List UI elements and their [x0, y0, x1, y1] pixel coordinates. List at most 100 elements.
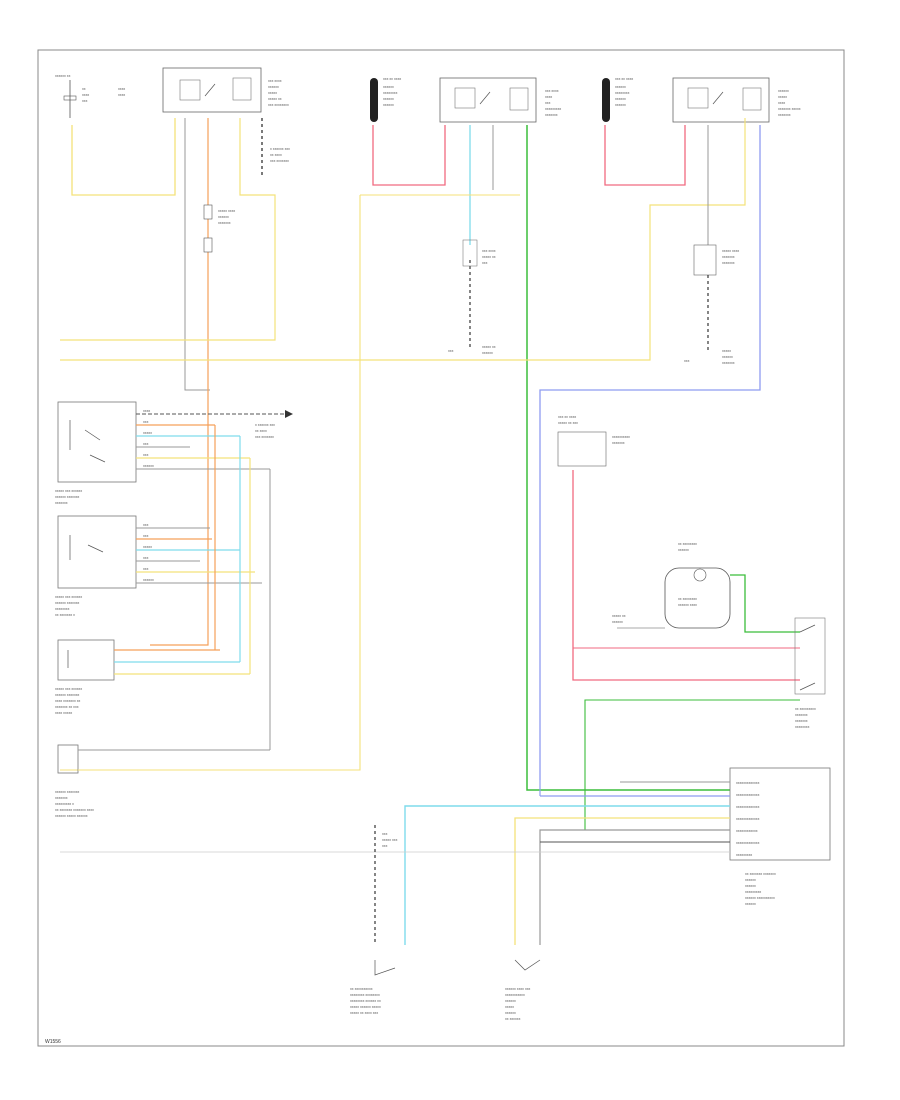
svg-text:xxxxx xx: xxxxx xx — [482, 345, 496, 349]
sensor-module: xxx xx xxxx xxxxx xx xxx xxxxxxxxxx xxxx… — [557, 415, 630, 467]
wire-yellow-lower — [514, 817, 730, 945]
svg-text:xxxxxxx: xxxxxxx — [722, 261, 735, 265]
wire-red-relay2 — [372, 125, 446, 186]
wire-green-clutch — [730, 574, 800, 633]
wire-green-main — [526, 125, 730, 791]
svg-text:xxxx: xxxx — [545, 95, 552, 99]
svg-text:xx xxxxxx: xx xxxxxx — [505, 1017, 521, 1021]
svg-text:xxxxxx: xxxxxx — [268, 85, 279, 89]
wire-yellow-relay1 — [60, 118, 276, 341]
svg-text:xxxxxx: xxxxxx — [678, 548, 689, 552]
wire-cyan-lower — [404, 805, 730, 945]
svg-text:xxx: xxx — [82, 99, 88, 103]
svg-text:xxxx: xxxx — [118, 93, 125, 97]
svg-text:xxxxxxx xx xxx: xxxxxxx xx xxx — [55, 705, 79, 709]
svg-text:x xxxxxx xxx: x xxxxxx xxx — [270, 147, 290, 151]
svg-text:xxxxxx xxxxxxxxxx: xxxxxx xxxxxxxxxx — [745, 896, 775, 900]
svg-text:xxxxxxxxxxxxx: xxxxxxxxxxxxx — [736, 793, 760, 797]
inline-fuse-1 — [203, 204, 213, 220]
svg-text:xxxx xxxxx: xxxx xxxxx — [55, 711, 72, 715]
svg-text:xxxxxx xxxx xxx: xxxxxx xxxx xxx — [505, 987, 531, 991]
svg-text:xxxxxxxxx: xxxxxxxxx — [736, 853, 752, 857]
svg-text:xxxxx: xxxxx — [143, 431, 152, 435]
svg-text:xxxxxxxxxxxx: xxxxxxxxxxxx — [736, 829, 758, 833]
svg-text:xxxxxxx: xxxxxxx — [55, 501, 68, 505]
wire-green-relay — [584, 699, 800, 831]
temperature-sensor: xxxxxx xxxx xxx xxxxxxxxxxx xxxxxx xxxxx… — [505, 959, 541, 1021]
svg-text:xxxxxx xx: xxxxxx xx — [55, 74, 71, 78]
svg-text:xxxxxxxxxxx: xxxxxxxxxxx — [505, 993, 525, 997]
svg-text:xxxxxxxxx: xxxxxxxxx — [745, 890, 761, 894]
svg-text:xxxx: xxxx — [778, 101, 785, 105]
svg-text:xxxxxx: xxxxxx — [722, 355, 733, 359]
svg-text:xxxxxxx xxxxx: xxxxxxx xxxxx — [778, 107, 801, 111]
pressure-switch: xx xxxxxxxxxx xxxxxxxx xxxxxxxx xxxxxxxx… — [350, 960, 396, 1015]
svg-text:xxx: xxx — [143, 523, 149, 527]
fuse-block-top-left: xxxxxx xx xx xxxx xxx xxxx xxxx — [55, 74, 125, 118]
svg-text:xxxxxxxx: xxxxxxxx — [383, 91, 398, 95]
svg-text:xxx xxxx: xxx xxxx — [268, 79, 282, 83]
svg-text:xx xxxxxxxxxx: xx xxxxxxxxxx — [350, 987, 373, 991]
svg-text:xxxxx xxx xxxxxx: xxxxx xxx xxxxxx — [55, 489, 82, 493]
svg-text:xxx: xxx — [143, 442, 149, 446]
switch-group-3: xxxxx xxx xxxxxx xxxxxx xxxxxxx xxxx xxx… — [55, 639, 115, 715]
svg-text:xxx: xxx — [143, 420, 149, 424]
svg-text:xxx xx xxxx: xxx xx xxxx — [383, 77, 401, 81]
svg-text:xxxxx xx xxx: xxxxx xx xxx — [558, 421, 578, 425]
svg-text:xxxxxx: xxxxxx — [383, 97, 394, 101]
svg-text:xxxxxx: xxxxxx — [143, 578, 154, 582]
svg-text:xxxxxxxx xxxxxx xx: xxxxxxxx xxxxxx xx — [350, 999, 381, 1003]
wire-yellow-trunk — [60, 118, 746, 361]
svg-text:xxxxx xxx: xxxxx xxx — [382, 838, 398, 842]
wire-blue-main — [539, 125, 761, 780]
svg-text:xxxxx xxxx: xxxxx xxxx — [218, 209, 235, 213]
svg-text:xxx xxxxxxx: xxx xxxxxxx — [255, 435, 274, 439]
svg-text:xx xxxx: xx xxxx — [270, 153, 282, 157]
svg-text:xx xxxxxxx x: xx xxxxxxx x — [55, 613, 75, 617]
relay3-lower-box — [693, 244, 717, 276]
svg-text:xxxxx xxxxxx xxxxx: xxxxx xxxxxx xxxxx — [350, 1005, 381, 1009]
svg-text:xxxxxx: xxxxxx — [505, 999, 516, 1003]
svg-text:xxxxx xxx xxxxxx: xxxxx xxx xxxxxx — [55, 595, 82, 599]
svg-text:xxxxxx: xxxxxx — [745, 878, 756, 882]
svg-text:xxxxx: xxxxx — [722, 349, 731, 353]
switch-group-2: xxxxx xxx xxxxxx xxxxxx xxxxxxx xxxxxxxx… — [55, 515, 137, 617]
svg-text:xxxxx xx: xxxxx xx — [612, 614, 626, 618]
svg-text:xxx: xxx — [143, 534, 149, 538]
page-code: W1556 — [45, 1039, 61, 1045]
svg-text:xxx xxxx: xxx xxxx — [545, 89, 559, 93]
svg-text:xxxxxx xxxx: xxxxxx xxxx — [678, 603, 697, 607]
svg-text:xxxxxxx: xxxxxxx — [722, 361, 735, 365]
svg-text:xxxxxxx: xxxxxxx — [612, 441, 625, 445]
svg-text:xxxxx: xxxxx — [505, 1005, 514, 1009]
svg-text:xxxx xxxxxxx xx: xxxx xxxxxxx xx — [55, 699, 81, 703]
svg-text:xxxxx xxx xxxxxx: xxxxx xxx xxxxxx — [55, 687, 82, 691]
svg-text:xxxxxxxx: xxxxxxxx — [795, 725, 810, 729]
svg-text:xxxxxx xxxxxxx: xxxxxx xxxxxxx — [55, 601, 80, 605]
svg-text:xxxxxxx: xxxxxxx — [218, 221, 231, 225]
svg-text:xx xxxx: xx xxxx — [255, 429, 267, 433]
svg-text:xxxxx xx xxxx xxx: xxxxx xx xxxx xxx — [350, 1011, 378, 1015]
svg-text:xx xxxxxxx xxxxxxx xxxx: xx xxxxxxx xxxxxxx xxxx — [55, 808, 94, 812]
svg-text:xxxxxx: xxxxxx — [482, 351, 493, 355]
svg-text:xxxxxxxxx: xxxxxxxxx — [545, 107, 561, 111]
relay-box-2: xxx xx xxxx xxxxxx xxxxxxxx xxxxxx xxxxx… — [370, 77, 561, 123]
svg-text:xxxxxx xxxxxxx: xxxxxx xxxxxxx — [55, 790, 80, 794]
svg-text:xxx xxxxxxxx: xxx xxxxxxxx — [268, 103, 289, 107]
svg-text:xxx xxxxxxx: xxx xxxxxxx — [270, 159, 289, 163]
svg-text:xxxx: xxxx — [82, 93, 89, 97]
inline-fuse-2 — [203, 237, 213, 253]
svg-text:xxx xx xxxx: xxx xx xxxx — [558, 415, 576, 419]
svg-text:xxxx: xxxx — [143, 409, 150, 413]
compressor-relay: xx xxxxxxxxx xxxxxxx xxxxxxx xxxxxxxx — [794, 617, 826, 729]
svg-text:xxx: xxx — [684, 359, 690, 363]
compressor-clutch: xx xxxxxxxx xxxxxx xx xxxxxxxx xxxxxx xx… — [612, 542, 731, 629]
svg-text:xxxxxx: xxxxxx — [612, 620, 623, 624]
svg-text:xxxxx xxxx: xxxxx xxxx — [722, 249, 739, 253]
svg-text:xxx xx xxxx: xxx xx xxxx — [615, 77, 633, 81]
svg-text:xxx: xxx — [143, 556, 149, 560]
svg-text:xxxxxx xxxxxxx: xxxxxx xxxxxxx — [55, 495, 80, 499]
svg-text:xxxxxxx: xxxxxxx — [795, 713, 808, 717]
svg-text:xxxxx: xxxxx — [268, 91, 277, 95]
